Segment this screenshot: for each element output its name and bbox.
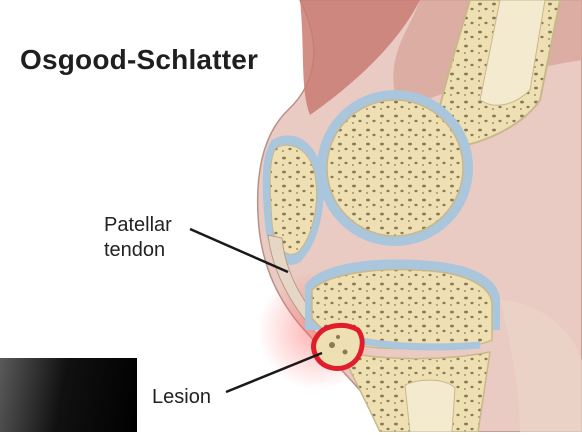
patellar-tendon-label: Patellar tendon — [104, 213, 172, 263]
lesion-label: Lesion — [152, 385, 211, 410]
femoral-condyle — [327, 100, 463, 236]
patellar-tendon-label-line1: Patellar — [104, 213, 172, 238]
diagram-title: Osgood-Schlatter — [20, 44, 258, 76]
lesion-fragment — [314, 325, 363, 368]
patellar-tendon-label-line2: tendon — [104, 238, 172, 263]
xray-thumbnail — [0, 358, 137, 432]
